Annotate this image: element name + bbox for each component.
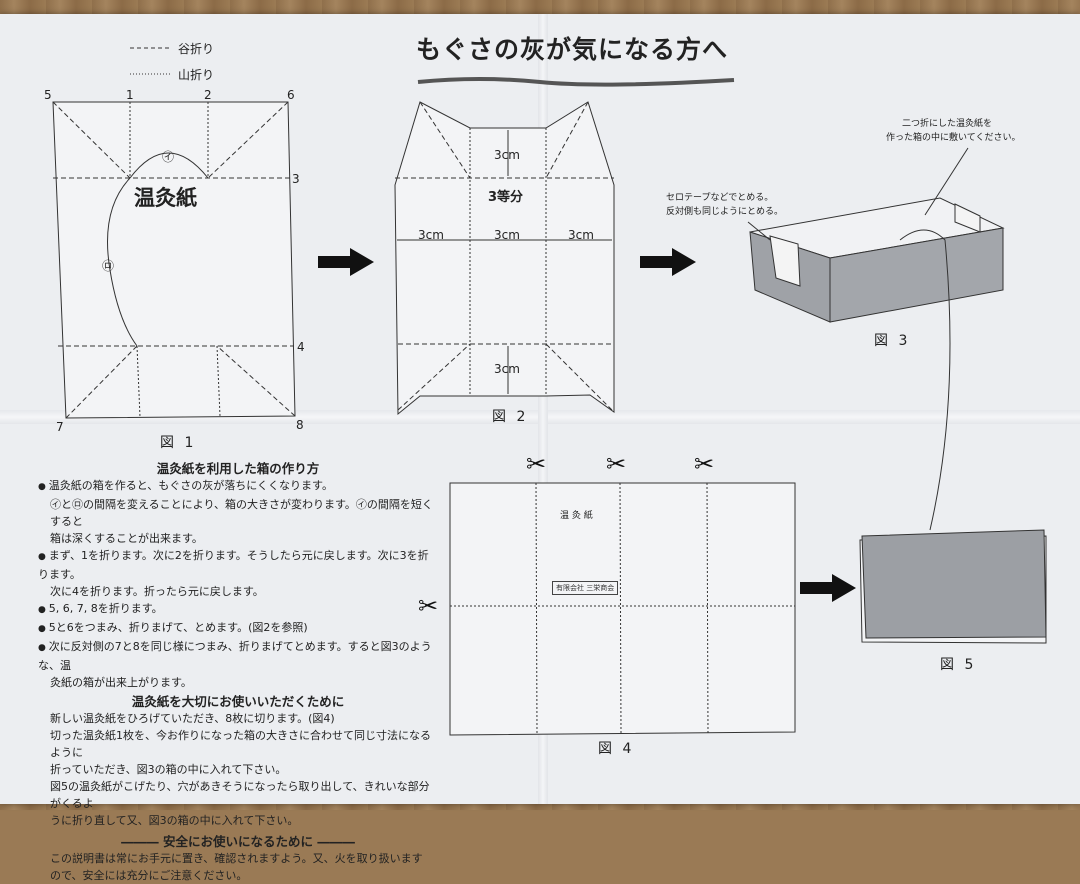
- figure-3-box-diagram: [747, 147, 1005, 531]
- fig2-dim-top: 3cm: [494, 148, 520, 162]
- scissors-icon: ✂: [526, 450, 547, 478]
- safety-heading: ――― 安全にお使いになるために ―――: [38, 833, 438, 850]
- fig4-caption: 図 4: [598, 741, 635, 757]
- legend-valley-label: 谷折り: [178, 42, 215, 56]
- instruction-step: 5と6をつまみ、折りまげて、とめます。(図2を参照): [38, 619, 438, 638]
- fold-number-3: 3: [292, 172, 300, 186]
- fig3-note2-line1: セロテープなどでとめる。: [666, 193, 774, 203]
- arrow-fig4-to-fig5: [800, 574, 856, 602]
- care-heading: 温灸紙を大切にお使いいただくために: [131, 694, 345, 709]
- fig1-caption: 図 1: [160, 435, 197, 451]
- safety-paragraph: この説明書は常にお手元に置き、確認されますよう。又、火を取り扱います: [50, 852, 423, 865]
- instruction-step: 5, 6, 7, 8を折ります。: [38, 600, 438, 619]
- figure-4-sheet-diagram: [449, 482, 796, 736]
- manufacturer-stamp: 有限会社 三栄商会: [552, 581, 619, 595]
- instruction-step: まず、1を折ります。次に2を折ります。そうしたら元に戻します。次に3を折ります。: [38, 547, 438, 583]
- title-underline: [417, 77, 735, 87]
- scissors-icon: ✂: [694, 450, 715, 478]
- legend-mountain-label: 山折り: [178, 68, 215, 82]
- care-paragraph: うに折り直して又、図3の箱の中に入れて下さい。: [50, 814, 299, 827]
- arrow-fig2-to-fig3: [640, 248, 696, 276]
- instruction-step: 温灸紙の箱を作ると、もぐさの灰が落ちにくくなります。: [38, 477, 438, 496]
- instruction-step-cont: 次に4を折ります。折ったら元に戻します。: [50, 585, 264, 598]
- rule-left: ―――: [121, 834, 163, 849]
- care-paragraph: 切った温灸紙1枚を、今お作りになった箱の大きさに合わせて同じ寸法になるように: [50, 729, 431, 759]
- fig2-dim-bottom: 3cm: [494, 362, 520, 376]
- safety-paragraph: ので、安全には充分にご注意ください。: [50, 869, 248, 882]
- figure-1-diagram: [52, 101, 296, 419]
- fig3-note1-line1: 二つ折にした温灸紙を: [902, 119, 993, 129]
- fig5-caption: 図 5: [940, 657, 977, 673]
- mark-i: ㋑: [162, 150, 175, 164]
- fig4-paper-label: 温 灸 紙: [560, 511, 593, 521]
- mark-ro: ㋺: [102, 259, 115, 273]
- instruction-step: 次に反対側の7と8を同じ様につまみ、折りまげてとめます。すると図3のような、温: [38, 638, 438, 674]
- vertical-paper-fold: [538, 14, 548, 804]
- instruction-step-cont: 灸紙の箱が出来上がります。: [50, 676, 192, 689]
- instruction-step-cont: 箱は深くすることが出来ます。: [50, 532, 203, 545]
- safety-heading-text: 安全にお使いになるために: [162, 834, 313, 849]
- care-paragraph: 新しい温灸紙をひろげていただき、8枚に切ります。(図4): [50, 712, 335, 725]
- instructions-block: 温灸紙を利用した箱の作り方 温灸紙の箱を作ると、もぐさの灰が落ちにくくなります。…: [38, 460, 438, 884]
- fold-number-5: 5: [44, 88, 52, 102]
- fold-number-7: 7: [56, 420, 64, 434]
- scissors-icon: ✂: [606, 450, 627, 478]
- arrow-fig1-to-fig2: [318, 248, 374, 276]
- figure-2-diagram: [394, 101, 615, 416]
- fold-number-6: 6: [287, 88, 295, 102]
- fig3-note1-line2: 作った箱の中に敷いてください。: [886, 133, 1021, 143]
- fig3-caption: 図 3: [874, 333, 911, 349]
- instruction-step-cont: ㋑と㋺の間隔を変えることにより、箱の大きさが変わります。㋑の間隔を短くすると: [50, 498, 433, 528]
- fig2-thirds-label: 3等分: [488, 190, 524, 205]
- fig3-note2-line2: 反対側も同じようにとめる。: [666, 207, 784, 217]
- care-paragraph: 図5の温灸紙がこげたり、穴があきそうになったら取り出して、きれいな部分がくるよ: [50, 780, 430, 810]
- fig2-caption: 図 2: [492, 409, 529, 425]
- fold-number-2: 2: [204, 88, 212, 102]
- figure-5-folded-paper: [859, 529, 1047, 644]
- fold-number-4: 4: [297, 340, 305, 354]
- instructions-heading-box: 温灸紙を利用した箱の作り方: [156, 461, 320, 476]
- fold-number-1: 1: [126, 88, 134, 102]
- fig2-dim-center: 3cm: [494, 228, 520, 242]
- care-paragraph: 折っていただき、図3の箱の中に入れて下さい。: [50, 763, 287, 776]
- fig2-dim-right: 3cm: [568, 228, 594, 242]
- rule-right: ―――: [313, 834, 355, 849]
- fig2-dim-left: 3cm: [418, 228, 444, 242]
- fold-number-8: 8: [296, 418, 304, 432]
- page-title: もぐさの灰が気になる方へ: [416, 35, 729, 64]
- fig1-paper-label: 温灸紙: [134, 186, 197, 210]
- diagram-layer: [52, 47, 1047, 736]
